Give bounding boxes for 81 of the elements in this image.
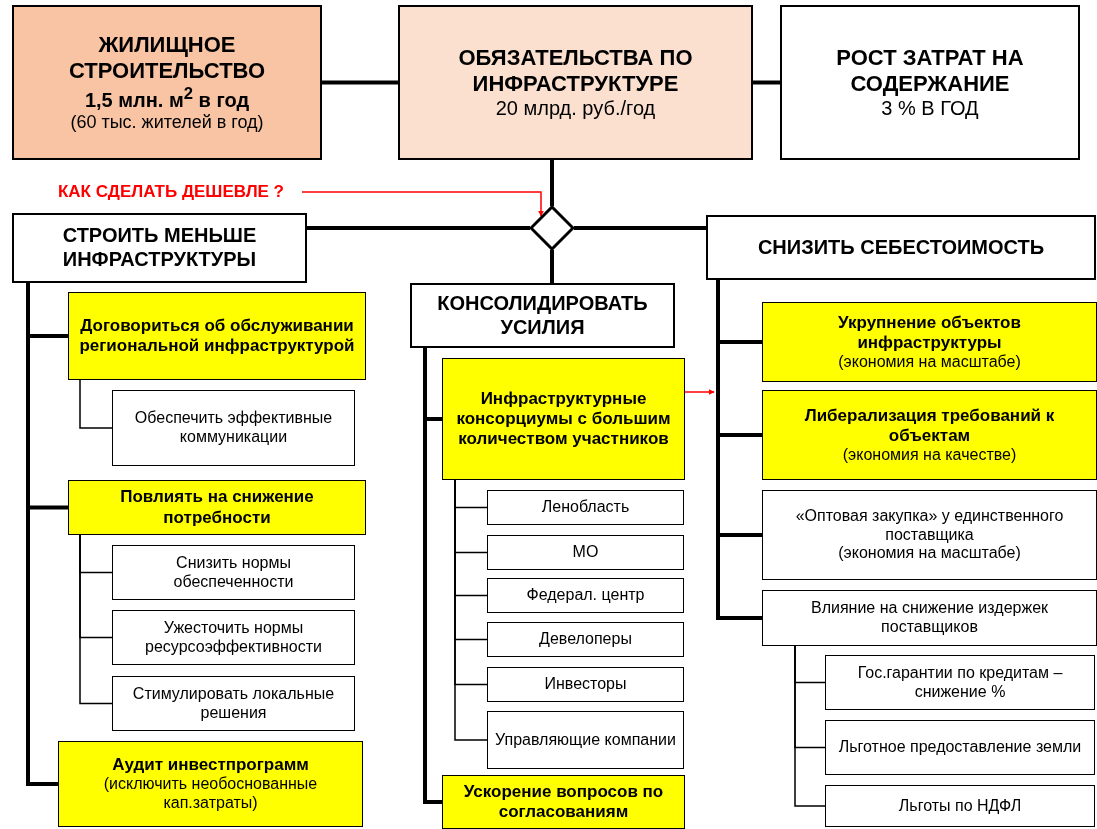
box-title: Гос.гарантии по кредитам – снижение % <box>856 663 1064 702</box>
box-title: Льготы по НДФЛ <box>898 796 1022 816</box>
item-box <box>825 720 1095 775</box>
item-box <box>487 578 684 613</box>
connector-line <box>423 348 442 804</box>
highlight-box <box>762 390 1097 480</box>
arrow <box>301 191 544 217</box>
box-title: Ужесточить нормы ресурсоэффективности <box>144 618 323 657</box>
item-box <box>487 490 684 525</box>
box-title: СНИЗИТЬ СЕБЕСТОИМОСТЬ <box>757 235 1045 260</box>
header-box <box>12 5 322 160</box>
box-title: ЖИЛИЩНОЕ СТРОИТЕЛЬСТВО <box>67 31 267 84</box>
item-box <box>825 785 1095 827</box>
box-title: Либерализация требований к объектам <box>803 405 1056 446</box>
box-text: (экономия на качестве) <box>842 445 1017 465</box>
item-box <box>487 667 684 702</box>
box-title: КОНСОЛИДИРОВАТЬ УСИЛИЯ <box>436 291 649 340</box>
item-box <box>112 545 355 600</box>
category-box <box>410 283 675 348</box>
connector-line <box>454 479 488 741</box>
box-title: Влияние на снижение издержек поставщиков <box>809 599 1050 637</box>
item-box <box>825 655 1095 710</box>
connector-line <box>79 379 113 429</box>
highlight-box <box>442 358 685 480</box>
connector-line <box>322 80 398 85</box>
box-title: Повлиять на снижение потребности <box>119 487 315 528</box>
connector-line <box>307 226 530 230</box>
item-box <box>762 590 1097 646</box>
box-title: СТРОИТЬ МЕНЬШЕ ИНФРАСТРУКТУРЫ <box>61 224 258 272</box>
header-box <box>398 5 753 160</box>
box-title: Обеспечить эффективные коммуникации <box>133 409 334 447</box>
box-title: Инвесторы <box>544 675 627 694</box>
connector-line <box>716 280 762 620</box>
header-box <box>780 5 1080 160</box>
box-text: (60 тыс. жителей в год) <box>70 111 264 134</box>
connector-line <box>26 283 58 786</box>
box-title: Договориться об обслуживании региональной инфраструктурой <box>78 315 356 357</box>
box-title: Укрупнение объектов инфраструктуры <box>837 312 1022 353</box>
box-title: Ленобласть <box>541 498 630 517</box>
box-title: «Оптовая закупка» у единственного поставщика <box>794 506 1065 545</box>
item-box <box>112 390 355 466</box>
box-title: МО <box>572 543 599 562</box>
item-box <box>112 676 355 731</box>
highlight-box <box>58 741 363 827</box>
box-title: ОБЯЗАТЕЛЬСТВА ПО ИНФРАСТРУКТУРЕ <box>457 44 694 97</box>
box-title: РОСТ ЗАТРАТ НА СОДЕРЖАНИЕ <box>835 44 1025 97</box>
connector-line <box>794 645 826 807</box>
box-title: Федерал. центр <box>526 586 645 605</box>
box-title: Инфраструктурные консорциумы с большим количеством участников <box>455 388 672 450</box>
box-text: (исключить необоснованные кап.затраты) <box>102 775 319 813</box>
decision-node <box>530 206 574 250</box>
box-text: 20 млрд. руб./год <box>495 96 656 121</box>
item-box <box>487 711 684 769</box>
connector-line <box>79 534 113 705</box>
box-text: (экономия на масштабе) <box>838 352 1021 372</box>
connector-line <box>550 250 554 283</box>
arrow <box>684 389 715 395</box>
item-box <box>112 610 355 665</box>
box-text: 3 % В ГОД <box>881 96 979 121</box>
box-title: Управляющие компании <box>495 730 676 750</box>
connector-line <box>550 160 554 206</box>
connector-line <box>753 80 780 85</box>
item-box <box>487 622 684 657</box>
highlight-box <box>762 302 1097 382</box>
highlight-box <box>442 775 685 829</box>
highlight-box <box>68 292 366 380</box>
box-text: 1,5 млн. м$^{2}$ в год <box>84 83 250 112</box>
box-title: Льготное предоставление земли <box>838 738 1082 757</box>
item-box <box>487 535 684 570</box>
category-box <box>706 215 1096 280</box>
box-title: Стимулировать локальные решения <box>131 684 336 723</box>
box-title: Аудит инвестпрограмм <box>112 755 309 776</box>
item-box <box>762 490 1097 580</box>
highlight-box <box>68 480 366 535</box>
box-title: Девелоперы <box>539 630 632 649</box>
box-title: Ускорение вопросов по согласованиям <box>462 781 665 823</box>
box-title: Снизить нормы обеспеченности <box>172 553 295 592</box>
box-text: (экономия на масштабе) <box>838 544 1021 564</box>
category-box <box>12 213 307 283</box>
connector-line <box>574 226 706 230</box>
question-text: КАК СДЕЛАТЬ ДЕШЕВЛЕ ? <box>40 178 302 206</box>
